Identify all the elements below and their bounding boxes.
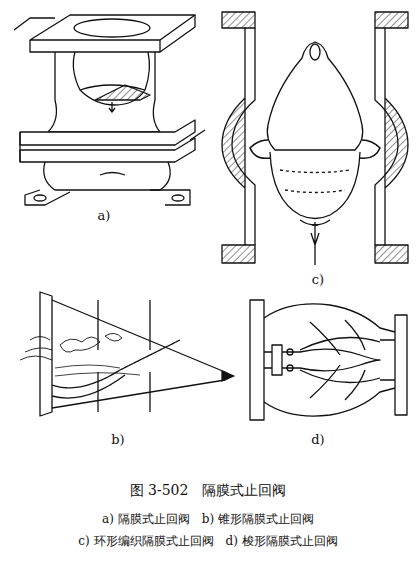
subfigure-label: c): [312, 272, 324, 288]
caption-line: a) 隔膜式止回阀 b) 锥形隔膜式止回阀: [102, 512, 314, 526]
diaphragm-check-valve-a: [14, 15, 205, 205]
subfigure-label: d): [311, 432, 324, 448]
cone-diaphragm-check-valve-b: [20, 292, 234, 416]
subfigure-label: b): [111, 432, 124, 448]
figure-title: 图 3-502 隔膜式止回阀: [130, 482, 287, 499]
subfigure-label: a): [98, 208, 111, 224]
caption-line: c) 环形编织隔膜式止回阀 d) 梭形隔膜式止回阀: [78, 534, 337, 548]
annular-diaphragm-check-valve-c: [222, 12, 408, 265]
shuttle-diaphragm-check-valve-d: [250, 300, 407, 420]
